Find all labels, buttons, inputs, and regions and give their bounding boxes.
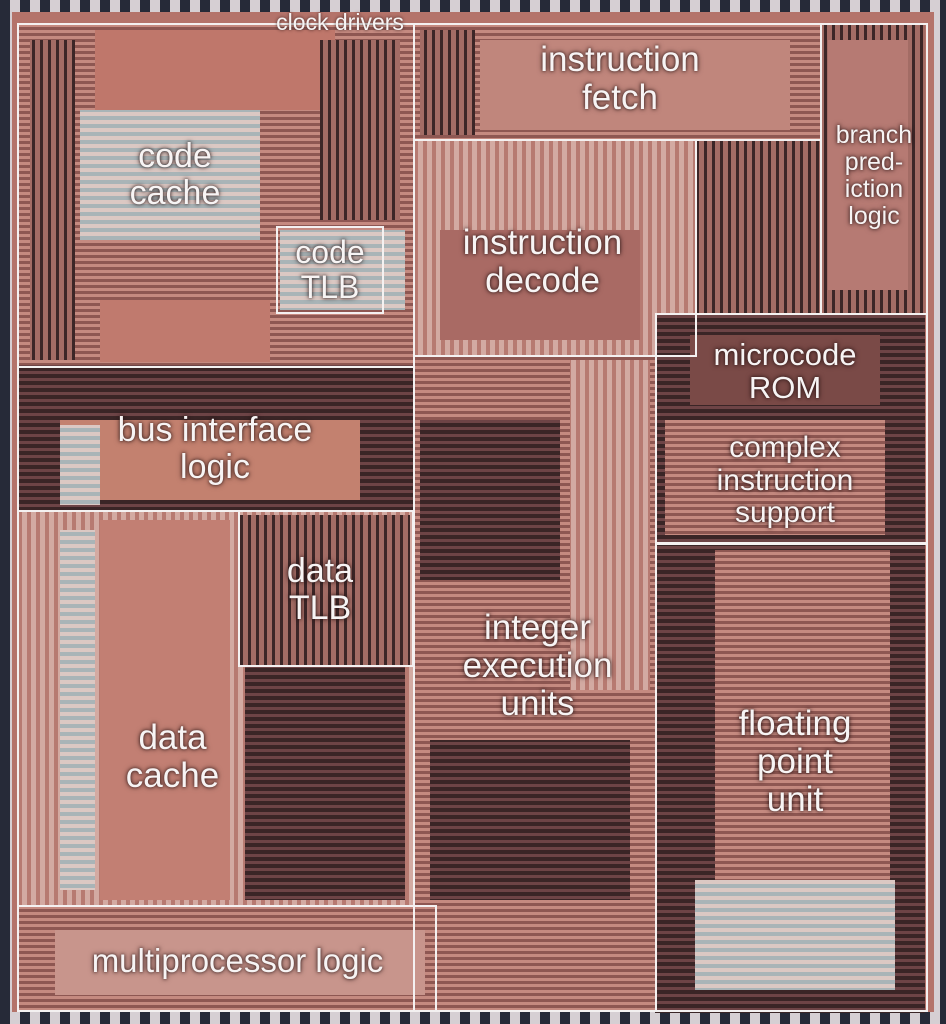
label-clock-drivers: clock drivers (276, 9, 404, 35)
label-integer-execution: integer execution units (462, 608, 613, 723)
label-data-tlb: data TLB (286, 552, 354, 627)
label-complex-instruction: complex instruction support (716, 431, 854, 530)
label-instruction-fetch: instruction fetch (540, 40, 700, 117)
region-floating-point (655, 542, 928, 1012)
label-instruction-decode: instruction decode (462, 223, 623, 300)
label-data-cache: data cache (125, 718, 220, 795)
label-microcode-rom: microcode ROM (713, 336, 857, 405)
label-branch-prediction: branch pred- iction logic (835, 121, 913, 230)
region-code-tlb (276, 226, 384, 314)
region-multiprocessor (17, 905, 437, 1012)
label-code-cache: code cache (129, 137, 221, 212)
label-multiprocessor: multiprocessor logic (91, 942, 384, 980)
label-bus-interface: bus interface logic (117, 411, 313, 486)
label-code-tlb: code TLB (295, 234, 365, 305)
label-floating-point: floating point unit (738, 704, 852, 819)
